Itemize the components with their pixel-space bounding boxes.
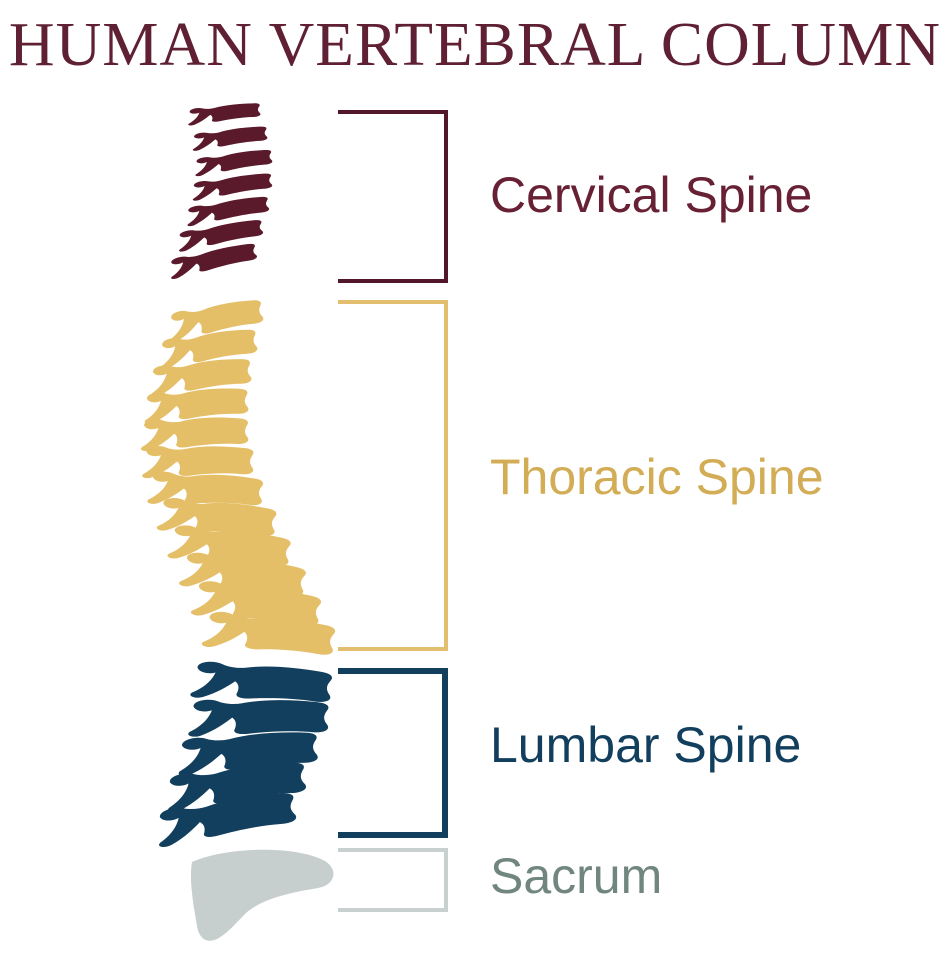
lumbar-vertebrae-group bbox=[159, 661, 332, 847]
thoracic-vertebra bbox=[147, 471, 264, 506]
sacrum-label: Sacrum bbox=[490, 848, 663, 904]
lumbar-vertebra bbox=[190, 661, 332, 702]
cervical-vertebra bbox=[171, 243, 257, 280]
cervical-vertebra bbox=[192, 173, 273, 201]
lumbar-vertebra bbox=[168, 762, 307, 813]
lumbar-vertebra bbox=[159, 793, 297, 847]
thoracic-spine-label: Thoracic Spine bbox=[490, 449, 824, 505]
cervical-vertebra bbox=[192, 126, 268, 151]
thoracic-vertebra bbox=[156, 498, 277, 536]
cervical-spine-label: Cervical Spine bbox=[490, 167, 813, 223]
thoracic-vertebra bbox=[171, 300, 264, 342]
thoracic-vertebra bbox=[144, 388, 249, 424]
thoracic-vertebra bbox=[201, 611, 336, 655]
lumbar-bracket bbox=[338, 668, 448, 838]
thoracic-vertebra bbox=[167, 525, 291, 566]
cervical-vertebrae-group bbox=[171, 103, 273, 280]
lumbar-vertebra bbox=[188, 699, 329, 737]
lumbar-spine-label: Lumbar Spine bbox=[490, 717, 802, 773]
thoracic-vertebra bbox=[142, 445, 254, 479]
thoracic-bracket bbox=[338, 300, 448, 651]
thoracic-vertebra bbox=[179, 552, 306, 596]
thoracic-vertebra bbox=[190, 581, 321, 625]
thoracic-vertebra bbox=[161, 329, 258, 369]
cervical-vertebra bbox=[187, 196, 270, 227]
thoracic-vertebra bbox=[151, 359, 252, 397]
cervical-vertebra bbox=[188, 103, 261, 126]
cervical-vertebra bbox=[179, 220, 264, 252]
sacrum-bracket bbox=[338, 848, 448, 912]
cervical-bracket bbox=[338, 110, 448, 283]
lumbar-vertebra bbox=[178, 732, 318, 776]
sacrum-bone-shape bbox=[190, 849, 334, 941]
page-title: HUMAN VERTEBRAL COLUMN bbox=[8, 11, 942, 79]
thoracic-vertebrae-group bbox=[140, 300, 336, 655]
thoracic-vertebra bbox=[140, 417, 249, 452]
cervical-vertebra bbox=[195, 149, 273, 177]
sacrum-bone-group bbox=[190, 849, 334, 941]
